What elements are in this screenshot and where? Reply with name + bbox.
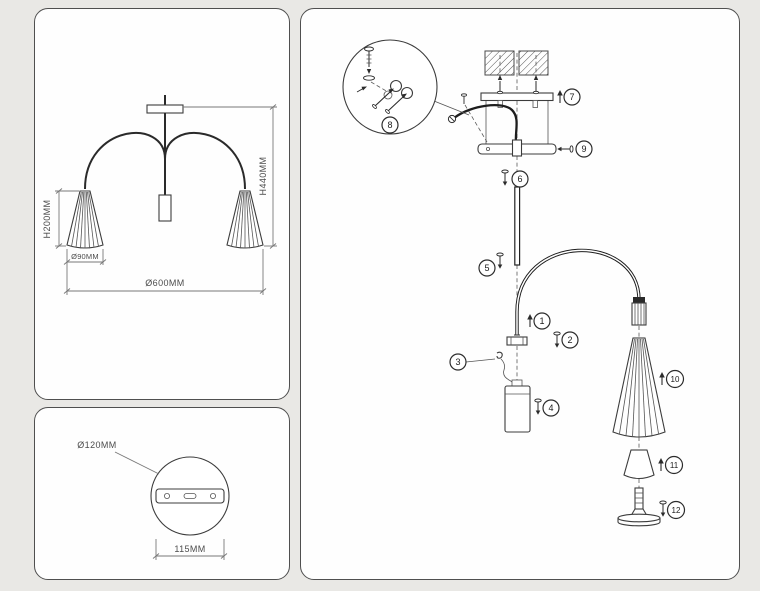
step-badge-10: 10 [665, 369, 685, 389]
svg-text:6: 6 [517, 174, 522, 184]
bulb-disc [617, 487, 661, 527]
up-arrow-icon-1 [526, 313, 534, 328]
hook-chain-detail [465, 351, 516, 390]
bracket-screw-left [497, 75, 503, 95]
ceiling-plate [146, 104, 184, 114]
d600-label: Ø600MM [145, 278, 184, 288]
dimensions-panel: H200MM Ø90MM H440MM [34, 8, 290, 400]
up-arrow-icon-7 [556, 89, 564, 104]
h440-label: H440MM [258, 157, 268, 196]
lamp-dimension-drawing: H200MM Ø90MM H440MM [42, 95, 277, 295]
right-shade [226, 190, 264, 249]
left-arm [84, 132, 166, 190]
screw-icon-5 [496, 252, 504, 270]
counterweight-cylinder [504, 379, 531, 433]
canopy-dimension-drawing: Ø120MM 115MM [77, 440, 230, 560]
canopy-top-view [150, 456, 230, 536]
step-badge-12: 12 [666, 500, 686, 520]
h200-label: H200MM [42, 200, 52, 239]
step-badge-5: 5 [478, 259, 496, 277]
svg-text:11: 11 [670, 461, 679, 470]
svg-text:1: 1 [539, 316, 544, 326]
assembly-panel: 1 2 3 4 5 6 7 [300, 8, 740, 580]
dimension-h200: H200MM [42, 188, 79, 249]
screw-icon-6 [501, 169, 509, 187]
center-slot [183, 493, 197, 499]
svg-text:4: 4 [548, 403, 553, 413]
step-badge-11: 11 [664, 455, 684, 475]
right-arm [164, 132, 246, 190]
canopy-screw-icon [460, 93, 467, 104]
dimension-d120: Ø120MM [77, 440, 160, 475]
svg-text:10: 10 [671, 375, 680, 384]
svg-text:8: 8 [387, 120, 392, 130]
balloon-anchor-cluster [356, 79, 414, 114]
step-badge-9: 9 [575, 140, 593, 158]
svg-text:7: 7 [569, 92, 574, 102]
step-badge-6: 6 [511, 170, 529, 188]
svg-text:3: 3 [455, 357, 460, 367]
svg-text:5: 5 [484, 263, 489, 273]
mount-hole-right [209, 493, 216, 500]
mounting-bracket [480, 75, 554, 144]
step-badge-4: 4 [542, 399, 560, 417]
left-shade [66, 190, 104, 249]
screw-icon-9 [556, 145, 574, 153]
step-badge-3: 3 [449, 353, 467, 371]
step-badge-8: 8 [381, 116, 399, 134]
detail-balloon [342, 39, 470, 135]
center-socket [158, 194, 172, 222]
dimension-115: 115MM [152, 539, 228, 560]
svg-text:9: 9 [581, 144, 586, 154]
arm-end-band [633, 297, 645, 303]
screw-icon-2 [553, 331, 561, 349]
pleated-shade [612, 337, 666, 438]
inner-diffuser-cone [623, 449, 655, 480]
canopy-plate [477, 139, 557, 157]
arm-arc [514, 248, 645, 336]
balloon-washer [363, 75, 375, 81]
d90-label: Ø90MM [71, 252, 99, 261]
screw-icon-12 [659, 500, 667, 518]
step-badge-1: 1 [533, 312, 551, 330]
up-arrow-icon-11 [657, 457, 665, 472]
ceiling-hatch [484, 50, 549, 76]
shade-socket [631, 302, 647, 326]
balloon-screw [363, 46, 375, 81]
assembly-drawing: 1 2 3 4 5 6 7 [342, 39, 686, 527]
screw-icon-4 [534, 398, 542, 416]
lamp-drawing [66, 95, 264, 249]
step-badge-7: 7 [563, 88, 581, 106]
step-badge-2: 2 [561, 331, 579, 349]
up-arrow-icon-10 [658, 371, 666, 386]
dimension-d90: Ø90MM [63, 249, 107, 295]
canopy-panel: Ø120MM 115MM [34, 407, 290, 580]
w115-label: 115MM [174, 544, 205, 554]
svg-text:12: 12 [672, 506, 681, 515]
arm-connector [506, 336, 528, 346]
dimension-d600: Ø600MM [63, 249, 267, 295]
d120-label: Ø120MM [77, 440, 116, 450]
dimension-h440: H440MM [183, 104, 277, 249]
mount-hole-left [163, 493, 170, 500]
svg-text:2: 2 [567, 335, 572, 345]
power-cable [447, 93, 518, 144]
hanger-rod [514, 186, 521, 266]
bracket-screw-right [533, 75, 539, 95]
